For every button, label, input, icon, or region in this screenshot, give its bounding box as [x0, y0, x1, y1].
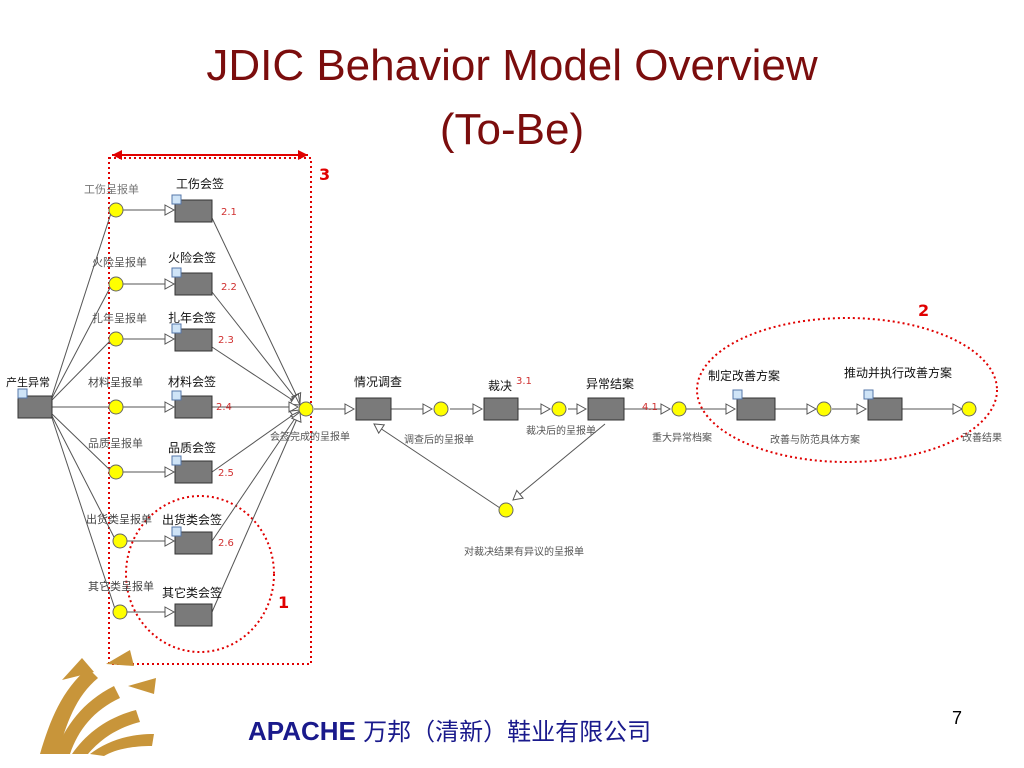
annotation-label-1: 1	[278, 593, 289, 612]
task-quality-countersign	[171, 455, 213, 484]
label-branch-input-7: 其它类呈报单	[88, 579, 154, 593]
label-after-investigation: 调查后的呈报单	[404, 433, 474, 446]
branch-code-2: 2.2	[221, 282, 237, 293]
branch-code-6: 2.6	[218, 538, 234, 549]
slide-title-line1: JDIC Behavior Model Overview	[206, 41, 818, 90]
label-close-task: 异常结案	[586, 376, 634, 391]
page-number: 7	[952, 708, 963, 728]
state-zanian-report	[108, 331, 124, 347]
label-objection-state: 对裁决结果有异议的呈报单	[464, 545, 584, 558]
label-branch-input-4: 材料呈报单	[88, 375, 143, 389]
branch-code-3: 2.3	[218, 335, 234, 346]
state-quality-report	[108, 464, 124, 480]
ruling-code: 3.1	[516, 376, 532, 387]
task-other-countersign	[174, 603, 213, 627]
label-branch-task-6: 出货类会签	[162, 512, 222, 527]
footer-company: 万邦（清新）鞋业有限公司	[363, 718, 652, 746]
label-branch-task-5: 品质会签	[168, 440, 216, 455]
state-material-report	[108, 399, 124, 415]
label-branch-task-7: 其它类会签	[162, 585, 222, 600]
annotation-label-2: 2	[918, 301, 929, 320]
label-start-task: 产生异常	[6, 375, 50, 389]
label-branch-input-2: 火险呈报单	[92, 255, 147, 269]
task-material-countersign	[171, 390, 213, 419]
task-shipment-countersign	[171, 526, 213, 555]
state-injury-report	[108, 202, 124, 218]
label-result-state: 改善结果	[962, 431, 1002, 444]
label-branch-task-3: 扎年会签	[168, 310, 216, 325]
branch-code-5: 2.5	[218, 468, 234, 479]
state-other-report	[112, 604, 128, 620]
label-plan-task: 制定改善方案	[708, 368, 780, 383]
flow-connectors	[51, 204, 964, 618]
annotation-circle-1	[125, 495, 275, 653]
branch-code-4: 2.4	[216, 402, 232, 413]
label-branch-task-2: 火险会签	[168, 250, 216, 265]
label-merge-state: 会签完成的呈报单	[270, 430, 350, 443]
label-ruling-task: 裁决	[488, 379, 512, 393]
label-branch-input-3: 扎年呈报单	[92, 311, 147, 325]
task-ruling	[483, 397, 519, 421]
task-execute-improvement	[863, 389, 903, 421]
state-after-investigation	[433, 401, 449, 417]
annotation-circle-2	[696, 317, 998, 463]
task-fire-countersign	[171, 267, 213, 296]
state-plan-detail	[816, 401, 832, 417]
task-plan-improvement	[732, 389, 776, 421]
label-execute-task: 推动并执行改善方案	[844, 365, 952, 380]
label-investigation-task: 情况调查	[354, 375, 402, 389]
task-injury-countersign	[171, 194, 213, 223]
footer-brand: APACHE	[248, 716, 356, 746]
state-shipment-report	[112, 533, 128, 549]
label-after-ruling: 裁决后的呈报单	[526, 424, 596, 437]
task-start	[17, 388, 53, 419]
slide-title-line2: (To-Be)	[439, 105, 585, 154]
state-major-case	[671, 401, 687, 417]
task-investigation	[355, 397, 392, 421]
task-close-case	[587, 397, 625, 421]
state-merge	[298, 401, 314, 417]
footer: APACHE 万邦（清新）鞋业有限公司	[248, 712, 651, 747]
label-plan-state: 改善与防范具体方案	[770, 433, 860, 446]
state-objection	[498, 502, 514, 518]
label-branch-task-1: 工伤会签	[176, 176, 224, 191]
label-branch-task-4: 材料会签	[168, 374, 216, 389]
annotation-label-3: 3	[319, 165, 330, 184]
label-major-case: 重大异常档案	[652, 431, 712, 444]
branch-code-1: 2.1	[221, 207, 237, 218]
task-zanian-countersign	[171, 323, 213, 352]
state-result	[961, 401, 977, 417]
label-branch-input-6: 出货类呈报单	[86, 512, 152, 526]
state-fire-report	[108, 276, 124, 292]
label-branch-input-1: 工伤呈报单	[84, 182, 139, 196]
label-branch-input-5: 品质呈报单	[88, 436, 143, 450]
state-after-ruling	[551, 401, 567, 417]
apache-logo	[40, 650, 156, 756]
close-code: 4.1	[642, 402, 658, 413]
